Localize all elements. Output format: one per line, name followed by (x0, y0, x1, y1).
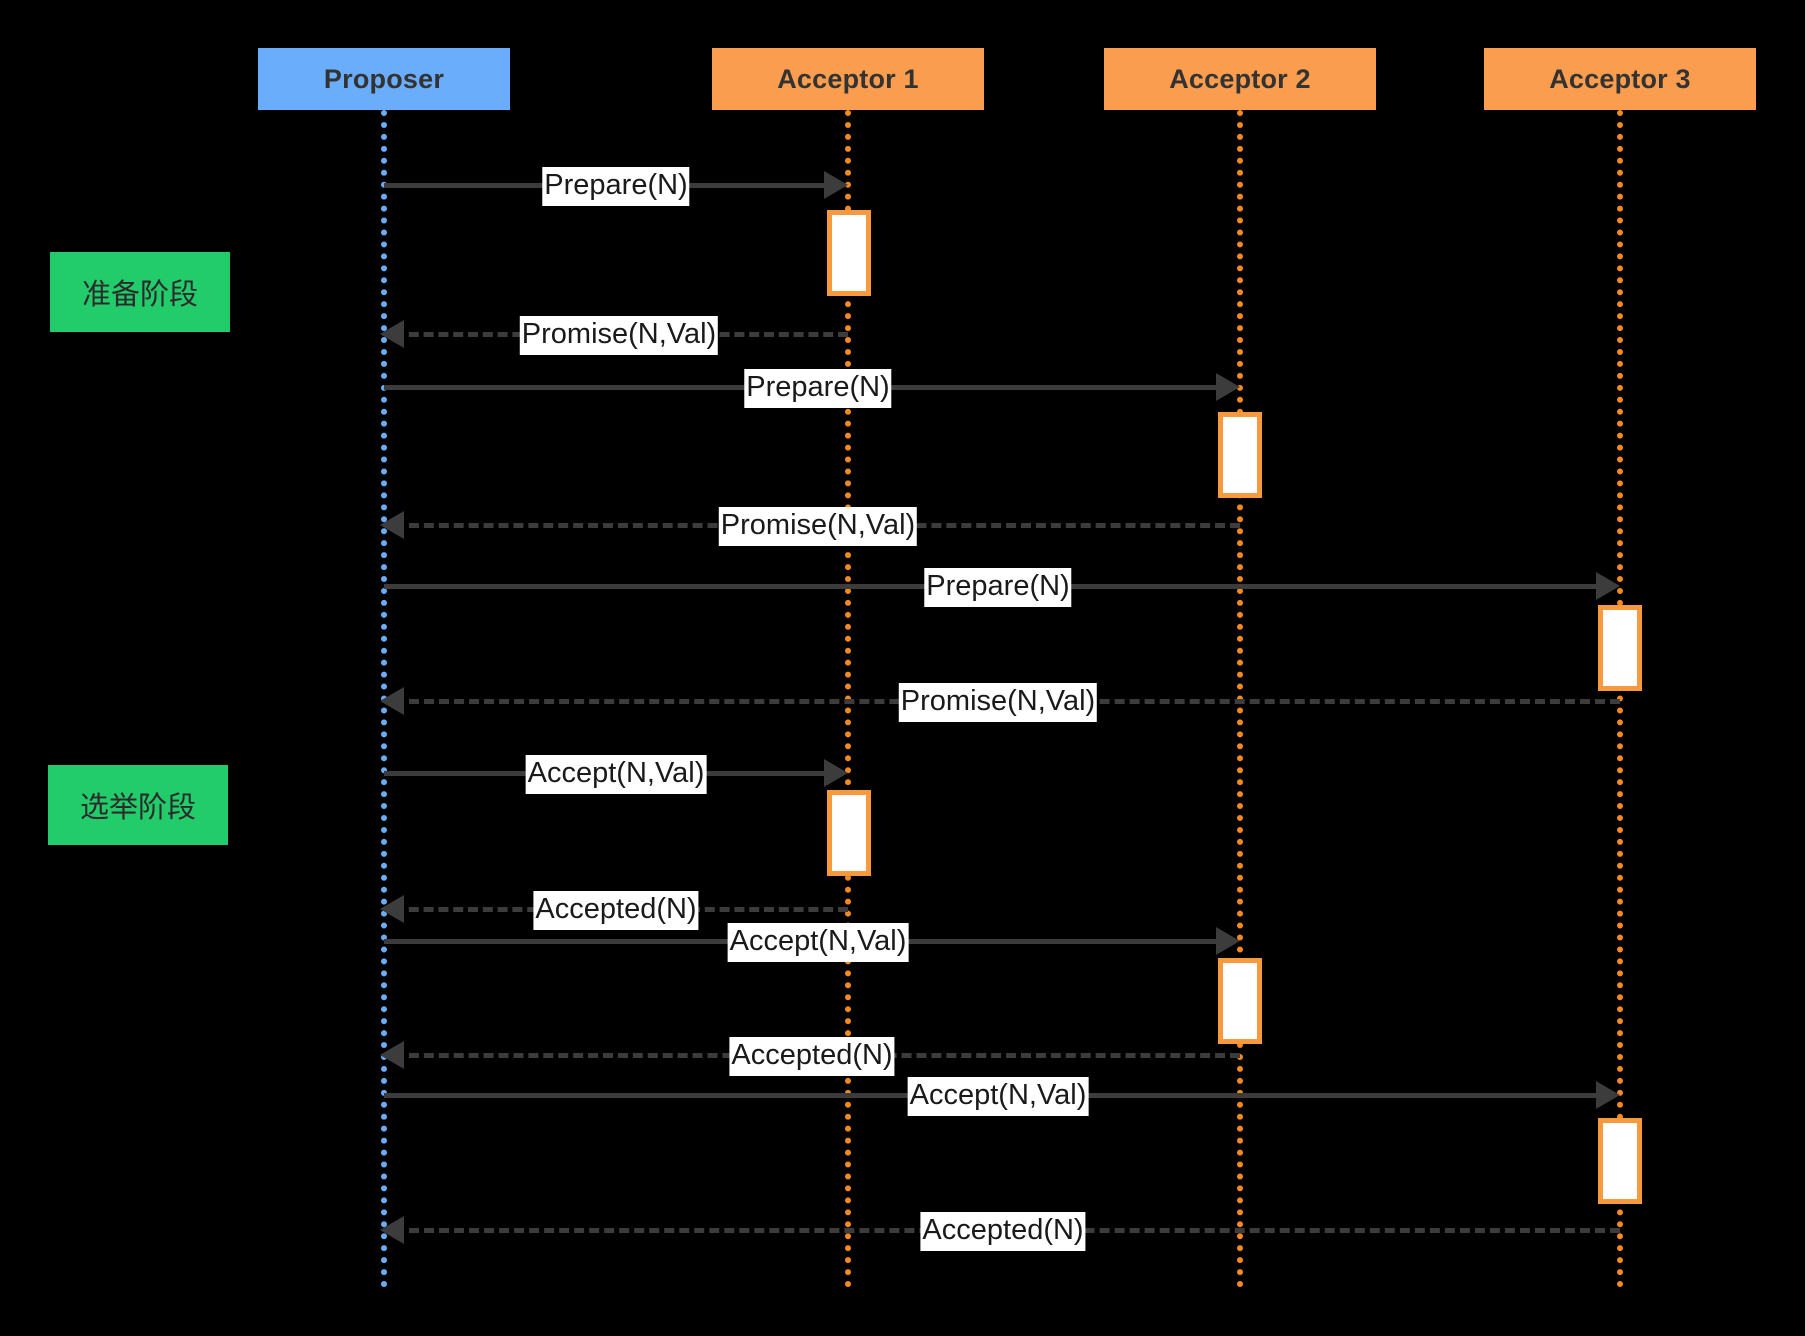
arrowhead-left-m10 (380, 1041, 404, 1069)
arrowhead-right-m7 (824, 759, 848, 787)
message-label-m11: Accept(N,Val) (907, 1077, 1089, 1116)
activation-bar-acceptor1 (827, 210, 871, 296)
message-label-m9: Accept(N,Val) (727, 923, 909, 962)
activation-bar-acceptor2 (1218, 412, 1262, 498)
activation-bar-acceptor3 (1598, 1118, 1642, 1204)
arrowhead-right-m9 (1216, 927, 1240, 955)
message-label-m10: Accepted(N) (729, 1037, 895, 1076)
arrowhead-right-m11 (1596, 1081, 1620, 1109)
message-label-m1: Prepare(N) (542, 167, 690, 206)
activation-bar-acceptor1 (827, 790, 871, 876)
arrowhead-left-m2 (380, 320, 404, 348)
message-label-m6: Promise(N,Val) (898, 683, 1098, 722)
message-label-m4: Promise(N,Val) (718, 507, 918, 546)
message-label-m3: Prepare(N) (744, 369, 892, 408)
message-label-m2: Promise(N,Val) (519, 316, 719, 355)
message-label-m8: Accepted(N) (533, 891, 699, 930)
arrowhead-left-m6 (380, 687, 404, 715)
lifeline-acceptor3 (1617, 110, 1623, 1288)
participant-acceptor3[interactable]: Acceptor 3 (1484, 48, 1756, 110)
activation-bar-acceptor2 (1218, 958, 1262, 1044)
activation-bar-acceptor3 (1598, 605, 1642, 691)
participant-proposer[interactable]: Proposer (258, 48, 510, 110)
note-election-phase: 选举阶段 (48, 765, 228, 845)
participant-acceptor1[interactable]: Acceptor 1 (712, 48, 984, 110)
arrowhead-right-m3 (1216, 373, 1240, 401)
arrowhead-left-m4 (380, 511, 404, 539)
arrowhead-left-m8 (380, 895, 404, 923)
message-label-m12: Accepted(N) (920, 1212, 1086, 1251)
message-label-m5: Prepare(N) (924, 568, 1072, 607)
arrowhead-right-m5 (1596, 572, 1620, 600)
arrowhead-right-m1 (824, 171, 848, 199)
participant-acceptor2[interactable]: Acceptor 2 (1104, 48, 1376, 110)
message-label-m7: Accept(N,Val) (525, 755, 707, 794)
note-prepare-phase: 准备阶段 (50, 252, 230, 332)
arrowhead-left-m12 (380, 1216, 404, 1244)
